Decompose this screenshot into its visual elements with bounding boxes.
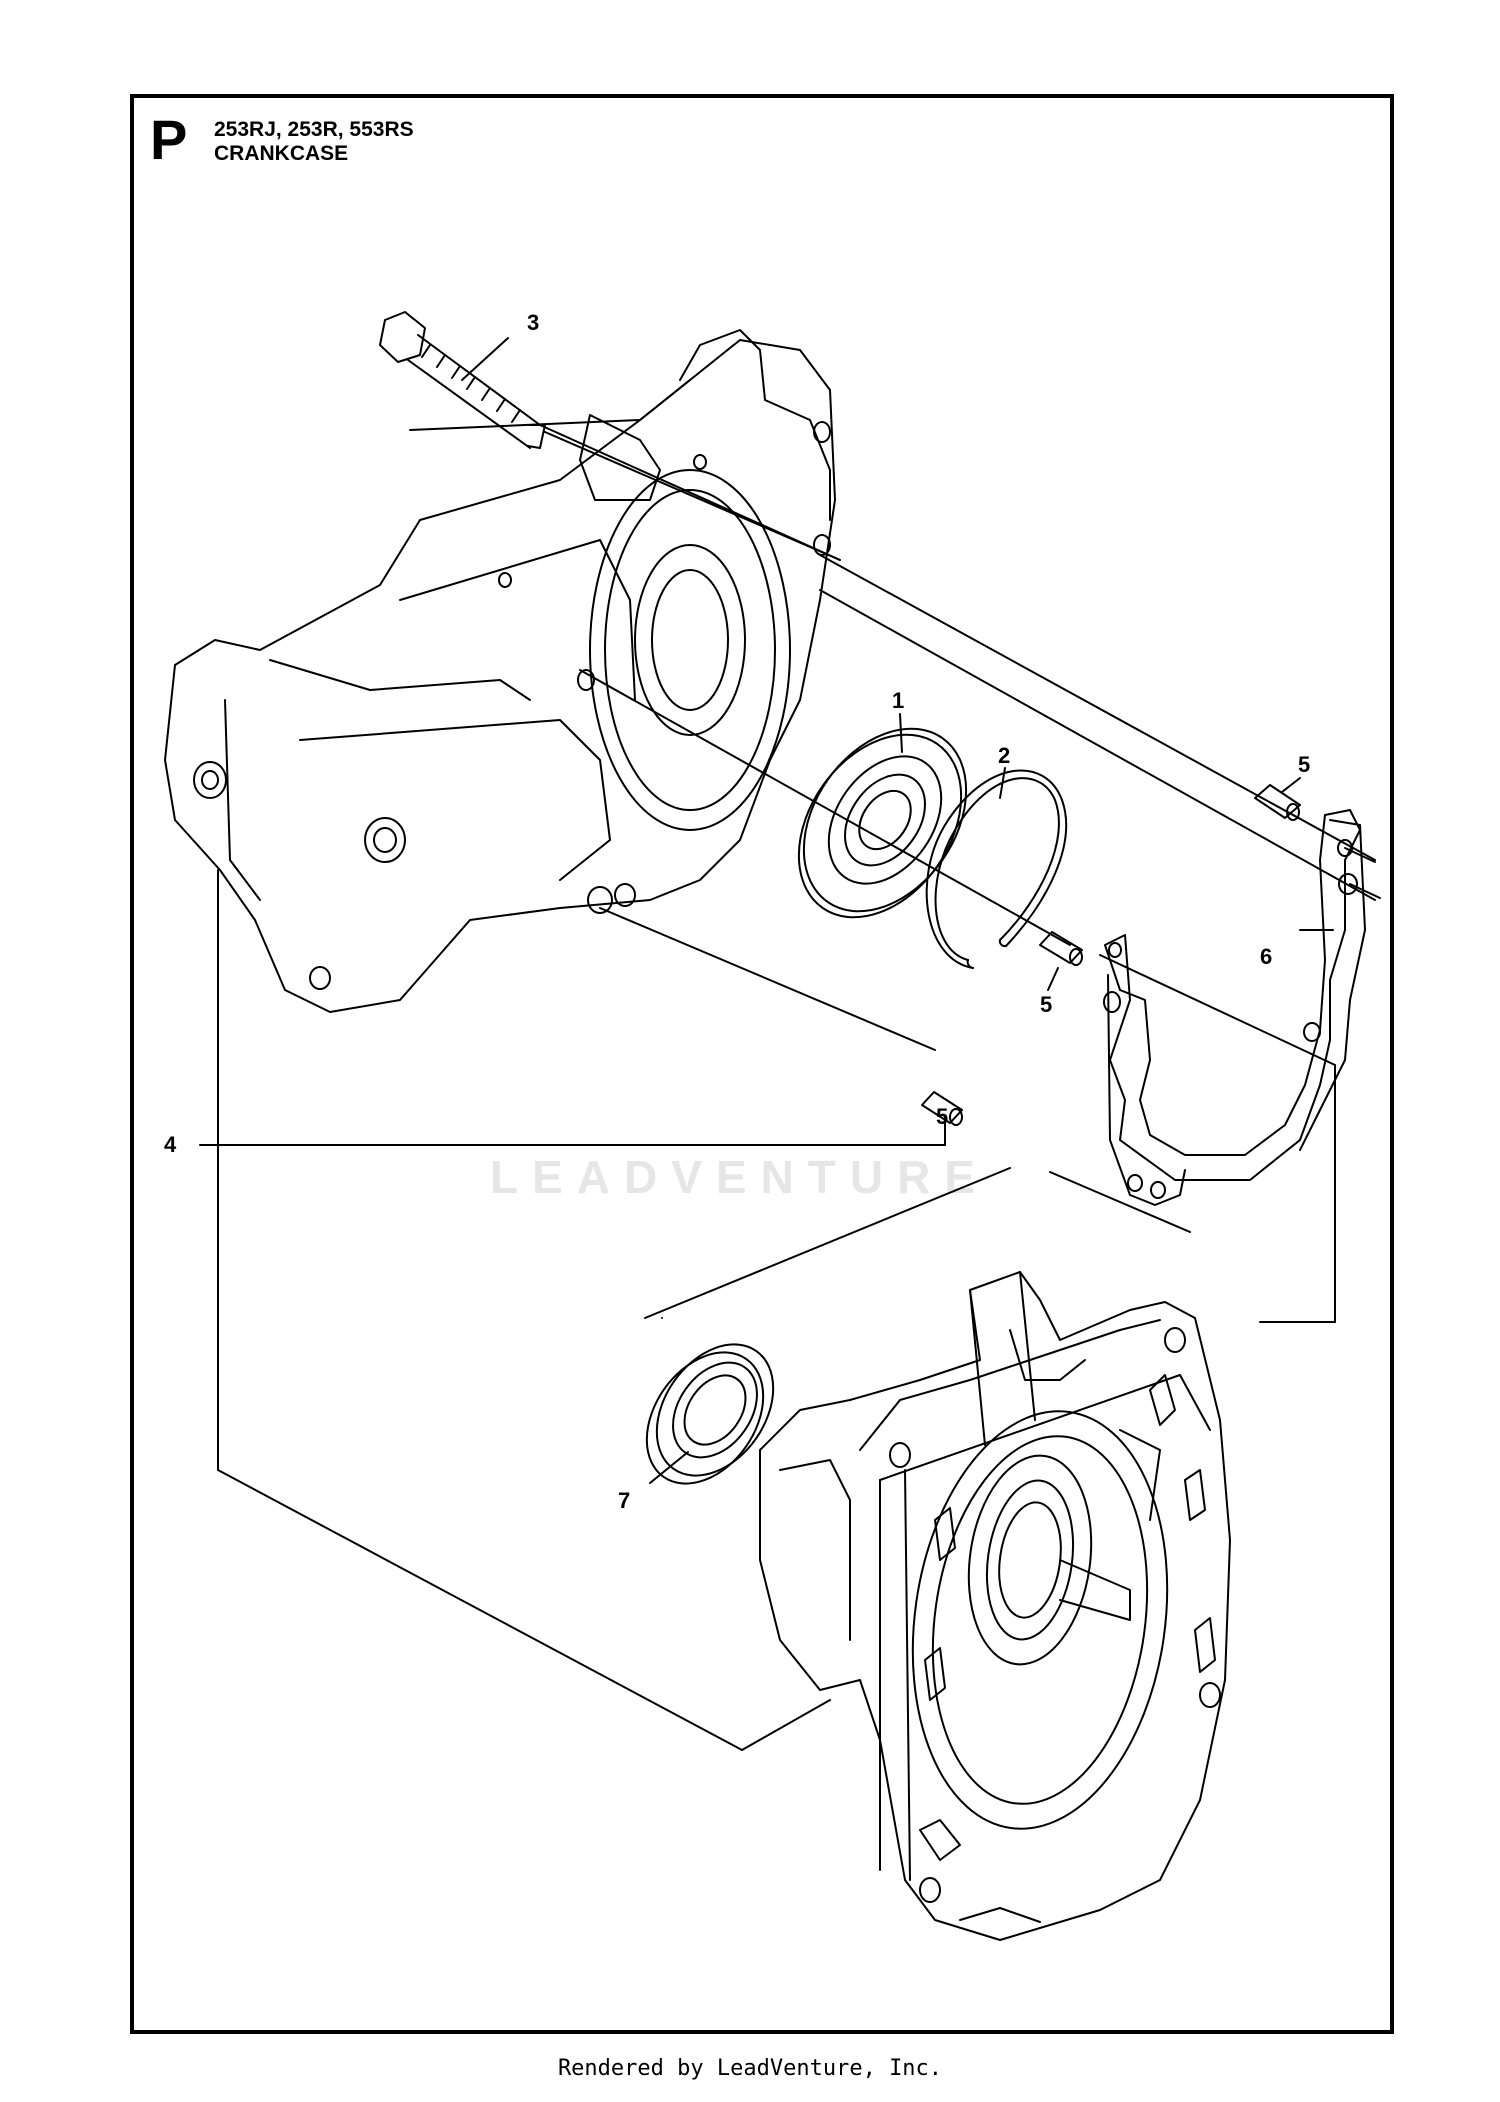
leader-line-1 bbox=[899, 713, 903, 753]
callout-1: 1 bbox=[892, 688, 904, 713]
dowel-pin-part-5 bbox=[1039, 931, 1083, 966]
callout-5: 5 bbox=[1040, 992, 1052, 1017]
callout-7: 7 bbox=[618, 1488, 630, 1513]
guide-line bbox=[599, 907, 936, 1051]
callout-2: 2 bbox=[998, 743, 1010, 768]
guide-line bbox=[819, 554, 1376, 861]
callout-4: 4 bbox=[164, 1132, 177, 1157]
callout-5: 5 bbox=[1298, 752, 1310, 777]
dowel-pin-part-5 bbox=[921, 1091, 963, 1126]
diagram-frame bbox=[130, 94, 1394, 2034]
guide-line bbox=[819, 589, 1376, 901]
crankcase-upper-part-4 bbox=[164, 329, 836, 1013]
section-letter: P bbox=[150, 108, 188, 171]
page-title: CRANKCASE bbox=[214, 142, 349, 165]
guide-line bbox=[579, 669, 1071, 946]
crankcase-lower-part bbox=[759, 1271, 1231, 1941]
leader-line-4 bbox=[217, 1469, 743, 1751]
callout-5: 5 bbox=[936, 1104, 948, 1129]
bearing-part-1 bbox=[797, 727, 968, 919]
bolt-part-3 bbox=[379, 311, 841, 561]
guide-line bbox=[1049, 1171, 1191, 1233]
callout-6: 6 bbox=[1260, 944, 1272, 969]
guide-line bbox=[644, 1167, 1011, 1319]
footer-text: Rendered by LeadVenture, Inc. bbox=[557, 2056, 943, 2081]
model-list: 253RJ, 253R, 553RS bbox=[214, 118, 414, 141]
leader-line-5 bbox=[1281, 777, 1301, 793]
oil-seal-part-7 bbox=[645, 1343, 775, 1485]
gasket-part-6 bbox=[1103, 809, 1381, 1206]
dowel-pin-part-5 bbox=[1254, 784, 1301, 821]
circlip-part-2 bbox=[925, 769, 1067, 969]
leader-line-3 bbox=[461, 337, 509, 381]
leader-line-5 bbox=[1047, 967, 1059, 991]
leader-line-2 bbox=[999, 767, 1006, 799]
watermark-text: LEADVENTURE bbox=[490, 1151, 990, 1203]
leader-line-7 bbox=[649, 1451, 689, 1484]
guide-line bbox=[1099, 954, 1336, 1066]
callout-3: 3 bbox=[527, 310, 539, 335]
leader-line-4 bbox=[741, 1699, 831, 1751]
